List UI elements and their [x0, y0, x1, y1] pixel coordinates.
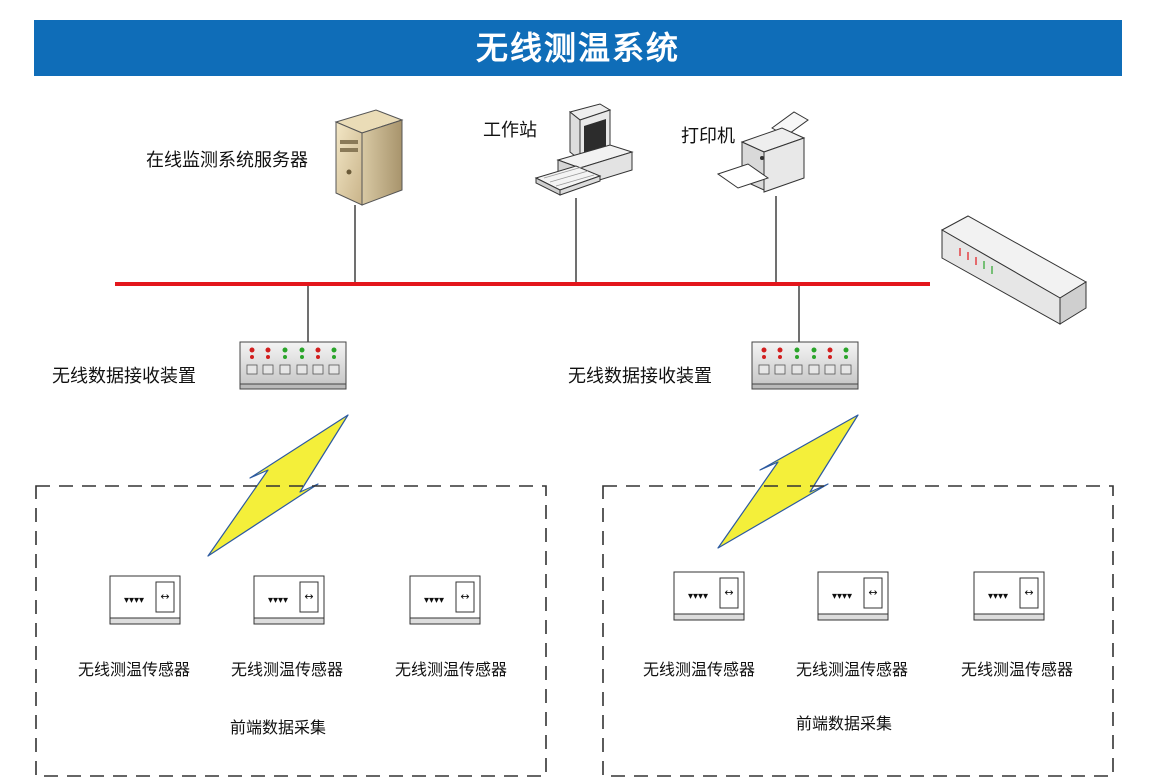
front-end-group-box	[35, 485, 547, 777]
sensor-label: 无线测温传感器	[395, 660, 508, 679]
svg-text:▾▾▾▾: ▾▾▾▾	[832, 591, 852, 602]
server-icon	[334, 109, 404, 206]
page-title: 无线测温系统	[475, 29, 680, 67]
workstation-label: 工作站	[483, 120, 537, 141]
sensor-icon: ↔ ▾▾▾▾	[253, 575, 325, 625]
workstation-icon	[534, 103, 634, 196]
server-label: 在线监测系统服务器	[146, 150, 308, 171]
svg-text:▾▾▾▾: ▾▾▾▾	[688, 591, 708, 602]
receiver-left-icon	[239, 341, 347, 390]
svg-text:↔: ↔	[460, 590, 469, 603]
network-switch-icon	[940, 215, 1087, 325]
sensor-icon: ↔ ▾▾▾▾	[817, 571, 889, 621]
sensor-label: 无线测温传感器	[643, 660, 756, 679]
svg-text:▾▾▾▾: ▾▾▾▾	[268, 595, 288, 606]
receiver-left-label: 无线数据接收装置	[52, 366, 196, 387]
sensor-label: 无线测温传感器	[796, 660, 909, 679]
svg-text:▾▾▾▾: ▾▾▾▾	[424, 595, 444, 606]
sensor-icon: ↔ ▾▾▾▾	[673, 571, 745, 621]
receiver-right-label: 无线数据接收装置	[568, 366, 712, 387]
svg-text:↔: ↔	[160, 590, 169, 603]
sensor-label: 无线测温传感器	[78, 660, 191, 679]
group-label: 前端数据采集	[230, 718, 327, 737]
receiver-right-icon	[751, 341, 859, 390]
front-end-group-box	[602, 485, 1114, 777]
printer-label: 打印机	[681, 126, 735, 147]
svg-text:▾▾▾▾: ▾▾▾▾	[988, 591, 1008, 602]
sensor-label: 无线测温传感器	[231, 660, 344, 679]
connection-lines	[307, 196, 800, 342]
svg-text:▾▾▾▾: ▾▾▾▾	[124, 595, 144, 606]
svg-text:↔: ↔	[1024, 586, 1033, 599]
title-bar: 无线测温系统	[34, 20, 1122, 76]
sensor-icon: ↔ ▾▾▾▾	[973, 571, 1045, 621]
sensor-icon: ↔ ▾▾▾▾	[109, 575, 181, 625]
group-label: 前端数据采集	[796, 714, 893, 733]
sensor-label: 无线测温传感器	[961, 660, 1074, 679]
svg-text:↔: ↔	[724, 586, 733, 599]
svg-text:↔: ↔	[868, 586, 877, 599]
printer-icon	[716, 111, 809, 193]
sensor-icon: ↔ ▾▾▾▾	[409, 575, 481, 625]
wireless-signal-icon	[717, 414, 859, 549]
svg-text:↔: ↔	[304, 590, 313, 603]
